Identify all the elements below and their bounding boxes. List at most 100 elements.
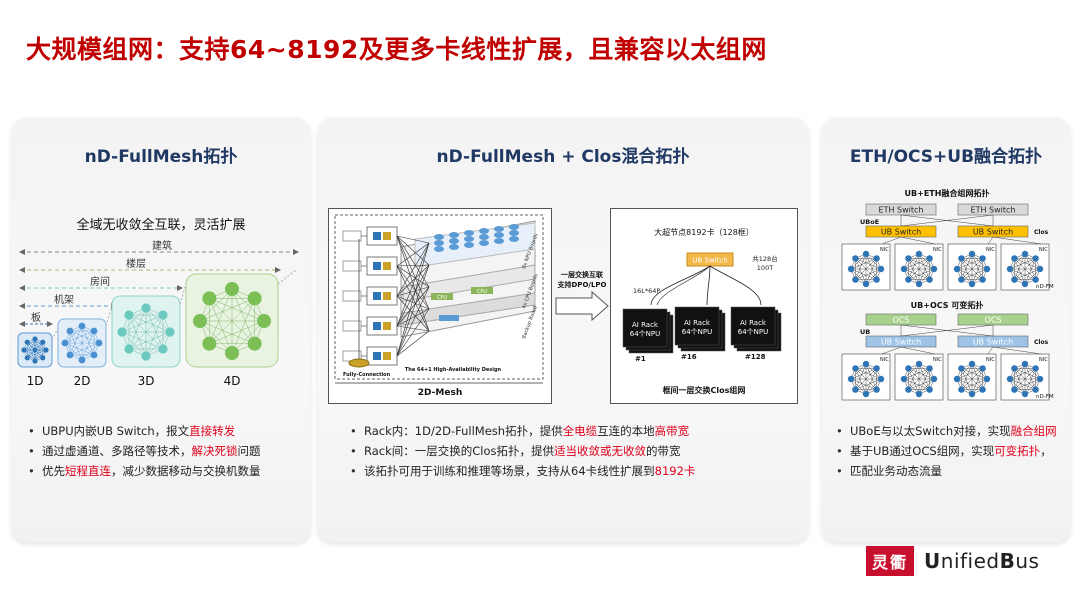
mesh-node [905,276,912,283]
rack-num: #128 [745,353,766,361]
svg-text:NIC: NIC [986,247,995,253]
panel-subtitle: 全域无收敛全互联，灵活扩展 [76,218,246,233]
svg-text:64个NPU: 64个NPU [682,328,713,336]
svg-text:Clos: Clos [1034,229,1049,236]
svg-text:100T: 100T [757,264,773,272]
bullet-item: 通过虚通道、多路径等技术，解决死锁问题 [26,441,306,461]
mesh-node [78,356,86,364]
mesh-node [862,280,870,288]
mesh-node [1011,365,1018,372]
panel-title: ETH/OCS+UB融合拓扑 [849,147,1043,167]
svg-text:CPU: CPU [477,289,488,295]
mesh-node [915,250,923,258]
mesh-node [905,365,912,372]
dim-label-3d: 3D [138,374,155,388]
board-port [342,290,362,302]
mesh-node [165,327,175,337]
mesh-node [968,390,976,398]
mesh-node [1032,276,1039,283]
mesh-node [915,360,923,368]
label-fully-connection: Fully-Connection [343,372,391,378]
mesh-node [1006,375,1014,383]
mesh-node [124,310,134,320]
mesh-node [862,390,870,398]
mesh-node [873,365,880,372]
svg-text:64个NPU: 64个NPU [738,328,769,336]
mesh-node [983,375,991,383]
pod-mesh [900,360,938,398]
svg-text:NIC: NIC [1039,357,1048,363]
2d-mesh-diagram: CPU CPU 8x NPU Boards 4x CPU Boards Back… [334,214,544,398]
mesh-node [1011,386,1018,393]
panel-title: nD-FullMesh + Clos混合拓扑 [436,147,690,167]
npu-chip [434,246,444,252]
mesh-node [873,386,880,393]
scale-label-board: 板 [31,311,41,324]
mesh-node [78,322,86,330]
fig-top-title: UB+ETH融合组网拓扑 [905,188,990,198]
mesh-node [900,375,908,383]
mesh-node [257,314,271,328]
bullet-item: 匹配业务动态流量 [834,461,1066,481]
mesh-node [141,303,151,313]
mesh-node [862,360,870,368]
mesh-node [43,347,49,353]
mesh-node [247,336,262,351]
mesh-node [1036,265,1044,273]
mesh-node [1032,255,1039,262]
svg-text:ETH Switch: ETH Switch [971,206,1016,215]
panel-bullets: UBPU内嵌UB Switch，报文直接转发 通过虚通道、多路径等技术，解决死锁… [26,421,306,481]
mesh-node [905,255,912,262]
mesh-node [862,250,870,258]
mesh-node [1021,360,1029,368]
mesh-node [852,365,859,372]
mesh-node [141,351,151,361]
label-design: The 64+1 High-Availability Design [405,367,502,373]
mesh-node [24,355,30,361]
bullet-item: 该拓扑可用于训练和推理等场景，支持从64卡线性扩展到8192卡 [348,461,798,481]
npu-chip [494,232,504,238]
npu-chip [464,236,474,242]
npu-chip [449,232,459,238]
svg-text:NIC: NIC [880,247,889,253]
svg-text:NIC: NIC [880,357,889,363]
backup-board [402,292,536,326]
svg-text:AI Rack: AI Rack [740,319,767,327]
mesh-node [61,339,69,347]
panel-bullets: Rack内：1D/2D-FullMesh拓扑，提供全电缆互连的本地高带宽 Rac… [348,421,798,481]
mesh-node [968,280,976,288]
bullet-item: Rack间：一层交换的Clos拓扑，提供适当收敛或无收敛的带宽 [348,441,798,461]
svg-text:OCS: OCS [893,316,910,325]
mesh-1d [21,336,49,364]
mesh-node [1006,265,1014,273]
mesh-node [32,347,38,353]
fig-bottom-title: UB+OCS 可变拓扑 [911,300,984,310]
mesh-node [958,365,965,372]
mesh-node [968,360,976,368]
npu-board [366,256,398,276]
mesh-node [873,255,880,262]
ub-switch-label: UB Switch [692,257,727,265]
panel-bullets: UBoE与以太Switch对接，实现融合组网 基于UB通过OCS组网，实现可变拓… [834,421,1066,481]
dim-label-2d: 2D [74,374,91,388]
mesh-node [1011,255,1018,262]
mesh-node [847,375,855,383]
svg-text:NIC: NIC [986,357,995,363]
scale-label-room: 房间 [90,275,110,288]
svg-text:Clos: Clos [1034,339,1049,346]
mesh-node [158,310,168,320]
mesh-node [915,390,923,398]
logo-cn: 灵衢 [866,546,915,576]
figure-clos: 大超节点8192卡（128框） UB Switch 共128台 100T 16L… [610,208,798,404]
bullet-item: Rack内：1D/2D-FullMesh拓扑，提供全电缆互连的本地高带宽 [348,421,798,441]
ai-rack [730,306,776,346]
mesh-node [983,265,991,273]
svg-text:AI Rack: AI Rack [632,321,659,329]
mesh-node [979,386,986,393]
page-title: 大规模组网：支持64~8192及更多卡线性扩展，且兼容以太组网 [26,35,767,64]
npu-board [366,226,398,246]
mesh-node [979,365,986,372]
nd-fullmesh-diagram: 建筑 楼层 房间 机架 板 1D 2D 3D 4D [17,240,299,388]
